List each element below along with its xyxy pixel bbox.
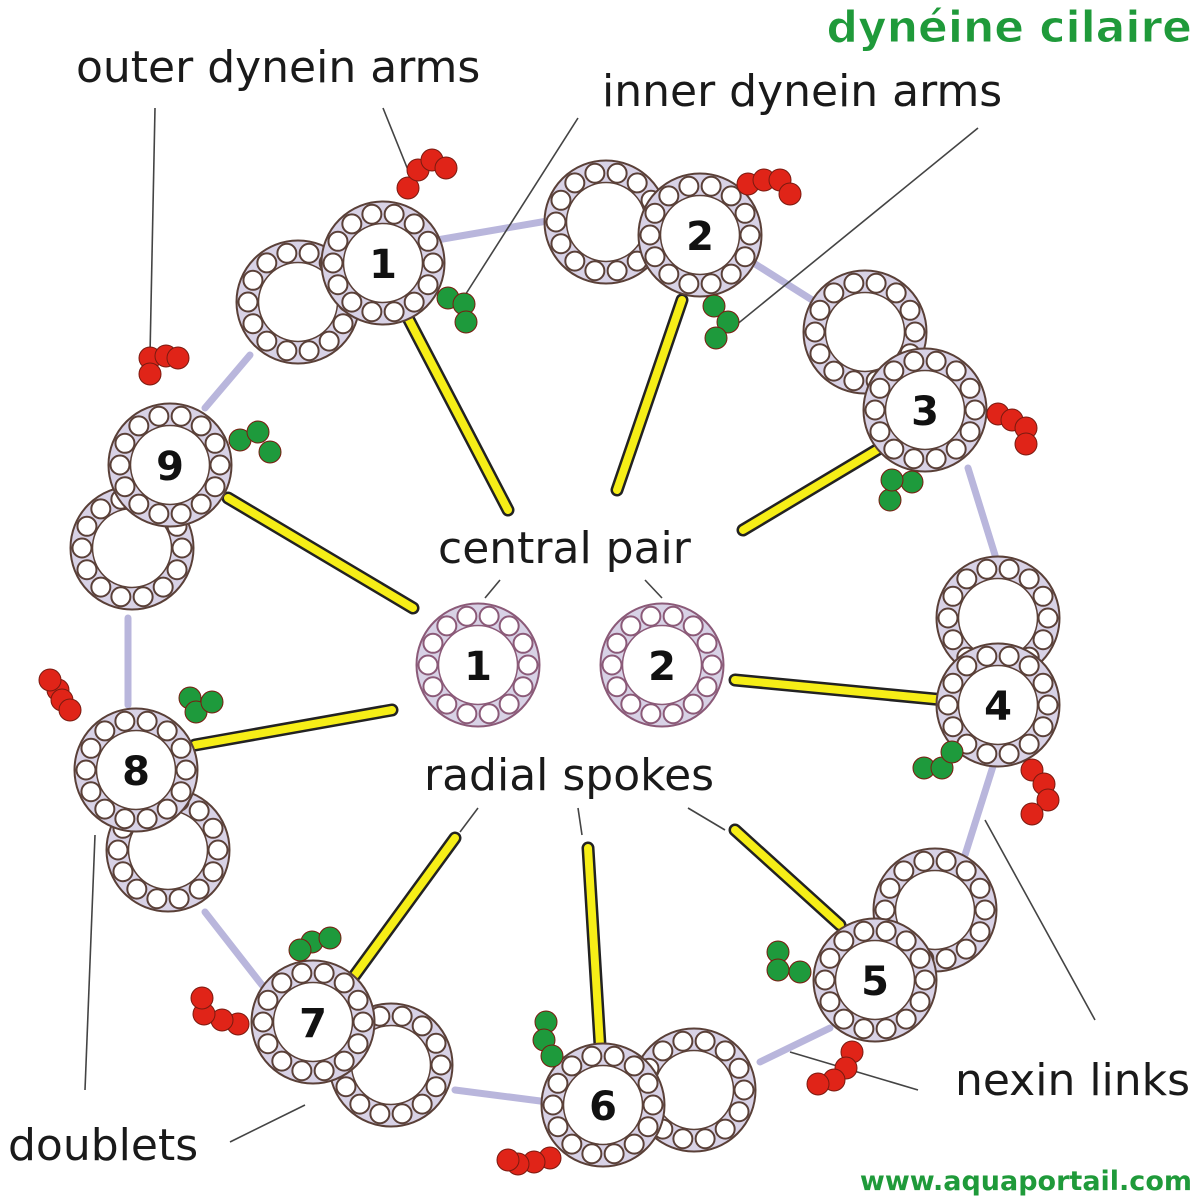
doublet-4: 4 xyxy=(935,555,1061,768)
radial-spoke xyxy=(581,841,607,1052)
leader-line xyxy=(644,579,663,599)
leader-line xyxy=(149,107,156,356)
doublet-number: 4 xyxy=(984,684,1012,730)
a-tubule xyxy=(250,959,376,1085)
a-tubule xyxy=(935,642,1061,768)
a-tubule xyxy=(107,402,233,528)
inner-dynein-arm xyxy=(912,740,964,780)
outer-dynein-arm xyxy=(38,668,82,722)
radial-spoke xyxy=(401,311,515,517)
leader-line xyxy=(577,807,583,836)
a-tubule xyxy=(862,347,988,473)
doublet-6: 6 xyxy=(540,1027,757,1168)
doublet-number: 7 xyxy=(299,1001,327,1047)
outer-dynein-arm xyxy=(138,344,190,386)
doublet-number: 3 xyxy=(911,389,939,435)
doublet-2: 2 xyxy=(543,159,763,298)
inner-dynein-arm xyxy=(532,1010,564,1068)
inner-dynein-arm xyxy=(878,468,924,512)
nexin-links-layer xyxy=(124,216,999,1106)
outer-dynein-arm xyxy=(986,402,1038,456)
leader-line xyxy=(984,819,1096,1021)
leader-line xyxy=(382,107,409,171)
doublet-number: 1 xyxy=(369,242,397,288)
central-number: 2 xyxy=(648,644,676,690)
a-tubule xyxy=(540,1042,666,1168)
radial-spoke xyxy=(736,441,887,537)
doublet-9: 9 xyxy=(69,402,233,611)
radial-spoke xyxy=(188,703,399,752)
doublet-number: 8 xyxy=(122,749,150,795)
inner-dynein-arm xyxy=(436,286,478,334)
doublet-5: 5 xyxy=(812,847,998,1043)
a-tubule xyxy=(73,707,199,833)
label-nexin-links: nexin links xyxy=(955,1055,1190,1106)
label-outer-dynein-arms: outer dynein arms xyxy=(76,42,480,93)
radial-spoke xyxy=(221,491,420,615)
doublet-number: 6 xyxy=(589,1084,617,1130)
a-tubule xyxy=(812,917,938,1043)
radial-spoke xyxy=(348,831,462,982)
outer-dynein-arm xyxy=(396,148,458,200)
leader-lines-layer xyxy=(84,107,1096,1143)
outer-dynein-arm xyxy=(1020,758,1060,826)
outer-dynein-arm xyxy=(496,1146,562,1176)
leader-line xyxy=(229,1104,306,1143)
leader-line xyxy=(461,117,579,301)
doublet-8: 8 xyxy=(73,707,231,913)
nexin-link xyxy=(964,464,999,559)
a-tubule xyxy=(637,172,763,298)
a-tubule xyxy=(320,200,446,326)
inner-dynein-arm xyxy=(178,686,224,724)
central-tubule-1: 1 xyxy=(415,602,541,728)
label-doublets: doublets xyxy=(8,1120,198,1171)
central-tubule-2: 2 xyxy=(599,602,725,728)
doublet-1: 1 xyxy=(235,200,446,365)
outer-dynein-arm xyxy=(190,986,250,1036)
radial-spoke xyxy=(728,673,952,707)
label-inner-dynein-arms: inner dynein arms xyxy=(602,66,1002,117)
nexin-link xyxy=(201,908,266,989)
central-tubule-ring xyxy=(599,602,725,728)
website-footer: www.aquaportail.com xyxy=(860,1166,1192,1197)
inner-dynein-arm xyxy=(288,926,342,962)
dynein-arms-layer xyxy=(38,148,1060,1176)
leader-line xyxy=(459,807,479,833)
label-central-pair: central pair xyxy=(438,523,692,574)
outer-dynein-arm xyxy=(736,168,802,206)
leader-line xyxy=(687,807,726,831)
radial-spoke xyxy=(610,293,689,497)
inner-dynein-arm xyxy=(702,294,740,350)
nexin-link xyxy=(201,351,254,412)
doublet-3: 3 xyxy=(802,269,988,473)
leader-line xyxy=(484,579,501,599)
doublet-number: 2 xyxy=(686,214,714,260)
nexin-link xyxy=(451,1086,552,1106)
central-number: 1 xyxy=(464,644,492,690)
b-tubule xyxy=(631,1027,757,1153)
nexin-link xyxy=(961,756,999,859)
inner-dynein-arm xyxy=(766,940,812,984)
diagram-title: dynéine cilaire xyxy=(827,2,1192,53)
radial-spoke xyxy=(728,823,847,932)
leader-line xyxy=(729,127,979,331)
doublet-number: 5 xyxy=(861,959,889,1005)
radial-spokes-layer xyxy=(188,293,952,1052)
doublet-number: 9 xyxy=(156,444,184,490)
label-radial-spokes: radial spokes xyxy=(424,750,714,801)
inner-dynein-arm xyxy=(228,420,282,464)
nexin-link xyxy=(433,216,557,244)
central-tubule-ring xyxy=(415,602,541,728)
outer-dynein-arm xyxy=(806,1040,864,1096)
doublet-7: 7 xyxy=(250,959,454,1128)
leader-line xyxy=(84,834,96,1091)
nexin-link xyxy=(756,1024,834,1066)
